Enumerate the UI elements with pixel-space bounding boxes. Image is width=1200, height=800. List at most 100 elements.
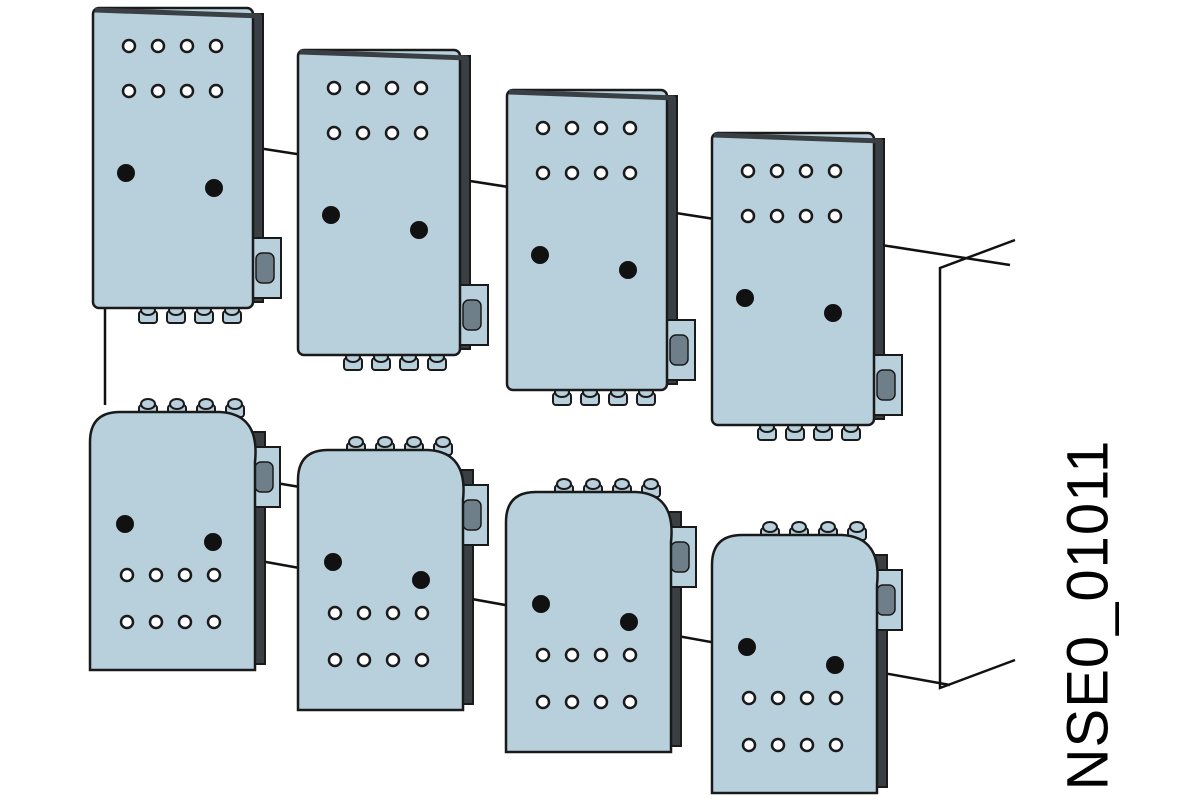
- screw-hole: [827, 208, 843, 224]
- screw-hole: [384, 80, 400, 96]
- mounting-hole: [532, 595, 550, 613]
- terminal-plate-upper-3: [505, 88, 696, 406]
- screw-hole: [564, 647, 580, 663]
- screw-hole: [564, 694, 580, 710]
- screw-hole: [385, 605, 401, 621]
- screw-hole: [741, 690, 757, 706]
- screw-hole: [593, 165, 609, 181]
- screw-hole: [327, 652, 343, 668]
- plate-face: [504, 490, 673, 754]
- screw-hole: [206, 614, 222, 630]
- screw-hole: [148, 567, 164, 583]
- mounting-hole: [531, 246, 549, 264]
- screw-hole: [770, 737, 786, 753]
- mounting-hole: [619, 261, 637, 279]
- screw-hole: [827, 163, 843, 179]
- screw-hole: [413, 80, 429, 96]
- drawing-id-text: NSE0_01011: [1055, 439, 1121, 791]
- side-bracket: [250, 237, 282, 299]
- screw-hole: [179, 38, 195, 54]
- screw-hole: [769, 163, 785, 179]
- screw-hole: [119, 567, 135, 583]
- screw-hole: [740, 208, 756, 224]
- mounting-hole: [322, 206, 340, 224]
- screw-hole: [327, 605, 343, 621]
- screw-hole: [770, 690, 786, 706]
- terminal-plate-lower-4: [710, 521, 903, 795]
- screw-hole: [355, 125, 371, 141]
- screw-hole: [326, 125, 342, 141]
- terminal-plate-lower-3: [504, 478, 697, 754]
- screw-hole: [121, 83, 137, 99]
- screw-hole: [769, 208, 785, 224]
- plate-face: [710, 131, 876, 427]
- terminal-plate-lower-1: [88, 398, 281, 672]
- screw-hole: [535, 647, 551, 663]
- plate-face: [91, 6, 255, 310]
- screw-hole: [385, 652, 401, 668]
- plate-face: [296, 48, 462, 357]
- terminal-plate-upper-1: [91, 6, 282, 324]
- plate-top-edge: [94, 7, 262, 19]
- screw-hole: [799, 690, 815, 706]
- screw-hole: [384, 125, 400, 141]
- screw-hole: [622, 694, 638, 710]
- screw-hole: [622, 647, 638, 663]
- screw-hole: [564, 120, 580, 136]
- screw-hole: [740, 163, 756, 179]
- screw-hole: [798, 208, 814, 224]
- plate-face: [505, 88, 669, 392]
- mounting-hole: [736, 289, 754, 307]
- screw-hole: [799, 737, 815, 753]
- screw-hole: [798, 163, 814, 179]
- screw-hole: [741, 737, 757, 753]
- mounting-hole: [117, 164, 135, 182]
- plate-top-edge: [508, 89, 676, 101]
- mounting-hole: [620, 613, 638, 631]
- screw-hole: [121, 38, 137, 54]
- terminal-plate-upper-2: [296, 48, 489, 371]
- mounting-hole: [205, 179, 223, 197]
- screw-hole: [535, 165, 551, 181]
- mounting-hole: [204, 533, 222, 551]
- screw-hole: [177, 614, 193, 630]
- mounting-hole: [412, 571, 430, 589]
- screw-hole: [150, 83, 166, 99]
- screw-hole: [206, 567, 222, 583]
- screw-hole: [564, 165, 580, 181]
- dimension-bracket: [938, 238, 1016, 690]
- screw-hole: [355, 80, 371, 96]
- screw-hole: [208, 83, 224, 99]
- screw-hole: [593, 647, 609, 663]
- plate-face: [710, 533, 879, 795]
- mounting-hole: [410, 221, 428, 239]
- mounting-hole: [824, 304, 842, 322]
- screw-hole: [535, 120, 551, 136]
- dimension-bracket-line: [938, 238, 1016, 690]
- screw-hole: [356, 652, 372, 668]
- screw-hole: [208, 38, 224, 54]
- screw-hole: [148, 614, 164, 630]
- screw-hole: [828, 690, 844, 706]
- side-bracket: [871, 354, 903, 416]
- screw-hole: [593, 120, 609, 136]
- screw-hole: [535, 694, 551, 710]
- side-bracket: [457, 284, 489, 346]
- side-bracket: [664, 319, 696, 381]
- plate-face: [296, 448, 465, 712]
- screw-hole: [177, 567, 193, 583]
- terminal-plate-lower-2: [296, 436, 489, 712]
- screw-hole: [326, 80, 342, 96]
- plate-face: [88, 410, 257, 672]
- screw-hole: [622, 120, 638, 136]
- screw-hole: [622, 165, 638, 181]
- mounting-hole: [116, 515, 134, 533]
- plate-top-edge: [713, 132, 883, 144]
- screw-hole: [356, 605, 372, 621]
- lower-plate-row: [88, 398, 903, 795]
- screw-hole: [413, 125, 429, 141]
- screw-hole: [179, 83, 195, 99]
- screw-hole: [828, 737, 844, 753]
- mounting-hole: [324, 553, 342, 571]
